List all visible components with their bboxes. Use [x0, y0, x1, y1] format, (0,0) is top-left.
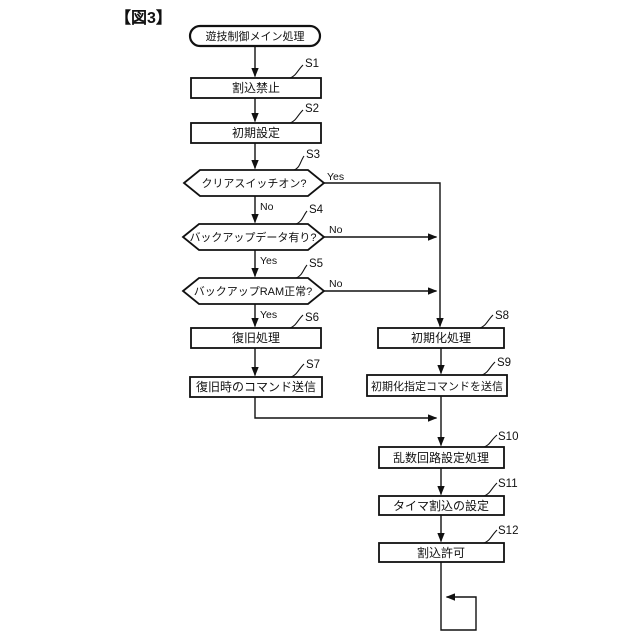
s4-no-label: No — [329, 224, 343, 236]
s3-tag: S3 — [306, 149, 320, 161]
edge-s3-yes-to-s8 — [324, 182, 444, 328]
s8-box — [377, 327, 505, 349]
node-s8: 初期化処理 S8 — [377, 310, 509, 349]
s6-label: 復旧処理 — [232, 330, 280, 345]
s8-tag-leader — [479, 314, 494, 329]
s12-label: 割込許可 — [417, 545, 465, 560]
s4-label: バックアップデータ有り? — [189, 230, 316, 244]
s11-label: タイマ割込の設定 — [393, 498, 489, 513]
s2-label: 初期設定 — [232, 125, 280, 140]
s8-tag: S8 — [495, 310, 509, 322]
s9-tag: S9 — [497, 357, 511, 369]
s5-tag: S5 — [309, 258, 323, 270]
s1-label: 割込禁止 — [232, 80, 280, 95]
s10-tag-leader — [483, 434, 498, 448]
s6-tag: S6 — [305, 312, 319, 324]
s4-tag: S4 — [309, 204, 324, 216]
s3-no-label: No — [260, 201, 274, 213]
s11-tag: S11 — [498, 478, 518, 490]
figure-label: 【図3】 — [115, 9, 172, 27]
s1-box — [190, 77, 322, 99]
edge-s12-main-loop — [440, 562, 477, 631]
node-s10: 乱数回路設定処理 S10 — [378, 431, 518, 469]
node-s4: バックアップデータ有り? S4 No Yes — [181, 204, 343, 267]
s12-box — [378, 542, 505, 563]
s7-tag-leader — [290, 363, 305, 378]
s5-tag-leader — [295, 264, 308, 279]
s11-tag-leader — [483, 482, 498, 497]
node-s3: クリアスイッチオン? S3 Yes No — [182, 149, 344, 213]
s12-tag: S12 — [498, 525, 518, 537]
s4-yes-label: Yes — [260, 255, 277, 267]
node-s1: 割込禁止 S1 — [190, 58, 322, 99]
s8-label: 初期化処理 — [411, 331, 471, 345]
s5-hexagon — [181, 277, 326, 305]
s4-tag-leader — [295, 210, 308, 225]
node-s7: 復旧時のコマンド送信 S7 — [189, 359, 323, 398]
s12-tag-leader — [483, 529, 498, 544]
s10-tag: S10 — [498, 431, 518, 443]
node-start: 遊技制御メイン処理 — [188, 24, 322, 48]
s9-label: 初期化指定コマンドを送信 — [371, 379, 503, 393]
start-label: 遊技制御メイン処理 — [206, 29, 305, 43]
node-s12: 割込許可 S12 — [378, 525, 518, 563]
node-s9: 初期化指定コマンドを送信 S9 — [366, 357, 511, 397]
node-s6: 復旧処理 S6 — [190, 312, 322, 349]
s9-box — [366, 374, 508, 397]
s2-tag-leader — [289, 109, 304, 124]
s3-yes-label: Yes — [327, 171, 344, 183]
s3-label: クリアスイッチオン? — [201, 177, 306, 190]
s5-no-label: No — [329, 278, 343, 290]
s7-tag: S7 — [306, 359, 320, 371]
s6-box — [190, 327, 322, 349]
s5-label: バックアップRAM正常? — [194, 285, 313, 298]
edge-s7-to-join — [254, 397, 438, 422]
node-s2: 初期設定 S2 — [190, 103, 322, 144]
s1-tag-leader — [289, 64, 304, 79]
s4-hexagon — [181, 223, 326, 251]
s10-label: 乱数回路設定処理 — [393, 450, 489, 465]
s11-box — [378, 495, 505, 516]
s9-tag-leader — [481, 361, 496, 376]
s10-box — [378, 446, 505, 469]
s2-box — [190, 122, 322, 144]
s3-tag-leader — [293, 155, 305, 171]
s1-tag: S1 — [305, 58, 319, 70]
start-terminal-shape — [188, 24, 322, 48]
s7-box — [189, 376, 323, 398]
s3-hexagon — [182, 169, 326, 197]
s5-yes-label: Yes — [260, 309, 277, 321]
node-s5: バックアップRAM正常? S5 No Yes — [181, 258, 343, 321]
s6-tag-leader — [289, 314, 304, 329]
node-s11: タイマ割込の設定 S11 — [378, 478, 518, 516]
s7-label: 復旧時のコマンド送信 — [196, 379, 316, 394]
s2-tag: S2 — [305, 103, 319, 115]
